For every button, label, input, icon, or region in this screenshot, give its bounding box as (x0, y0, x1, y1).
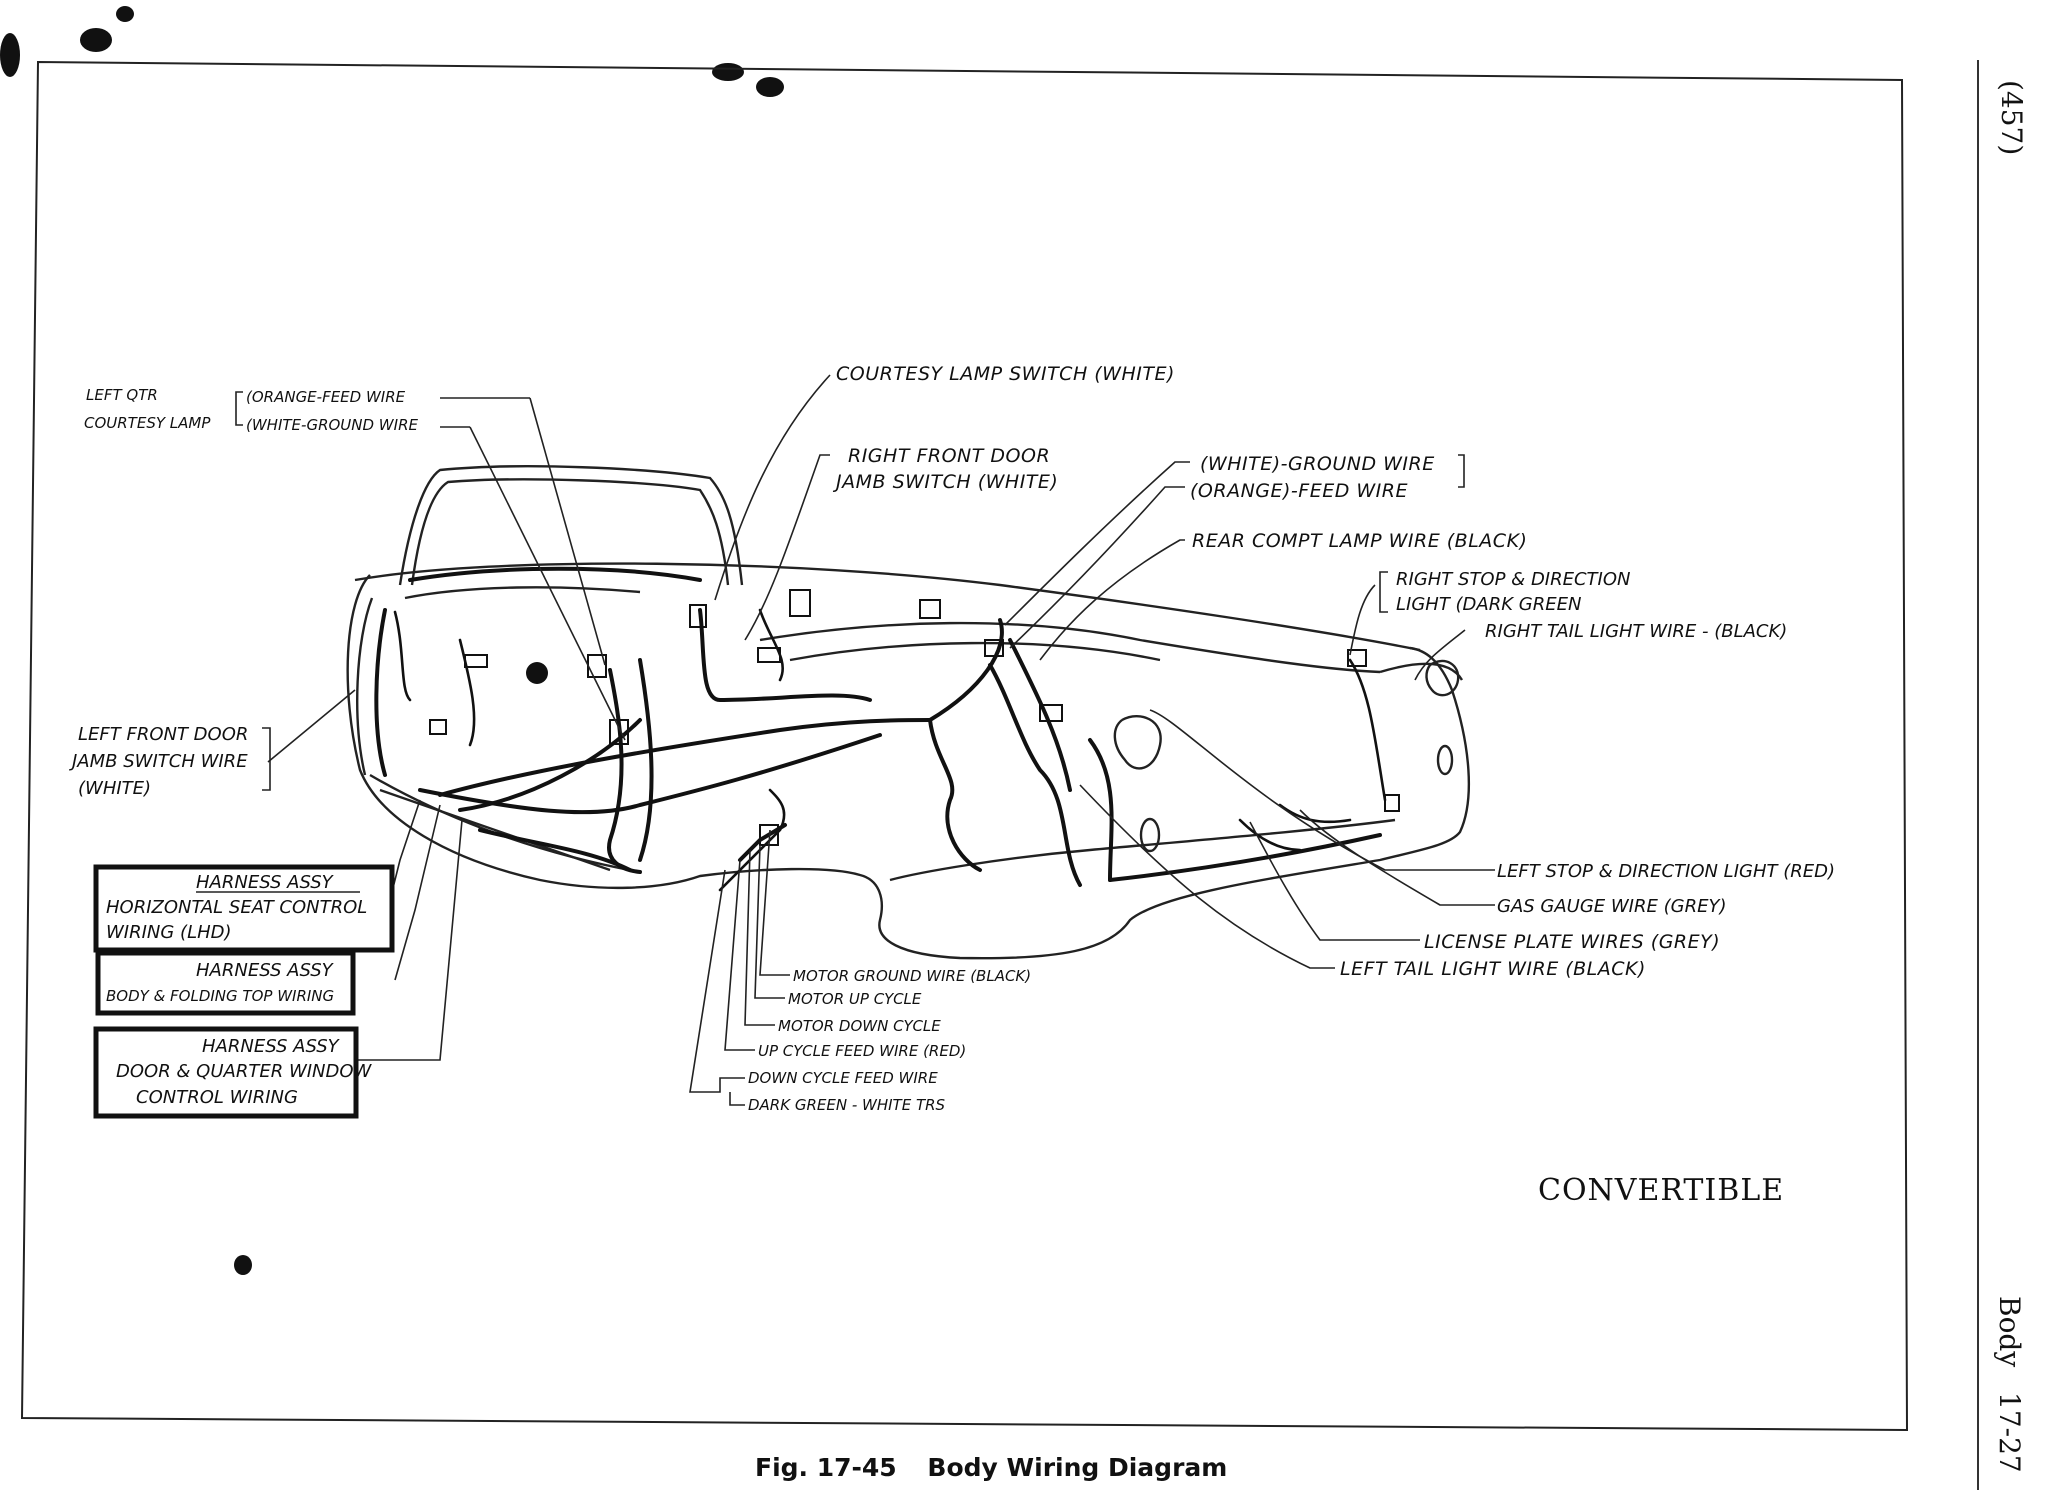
svg-text:MOTOR DOWN CYCLE: MOTOR DOWN CYCLE (778, 1017, 941, 1035)
svg-text:HARNESS ASSY: HARNESS ASSY (196, 872, 335, 893)
svg-text:DOWN CYCLE FEED WIRE: DOWN CYCLE FEED WIRE (748, 1069, 938, 1087)
car-body-outline (346, 465, 1471, 960)
label-left-stop-direction-light: LEFT STOP & DIRECTION LIGHT (RED) (1497, 861, 1835, 882)
model-label: CONVERTIBLE (1538, 1173, 1784, 1208)
svg-text:HORIZONTAL SEAT CONTROL: HORIZONTAL SEAT CONTROL (106, 897, 367, 918)
svg-text:MOTOR UP CYCLE: MOTOR UP CYCLE (788, 990, 922, 1008)
svg-text:COURTESY LAMP: COURTESY LAMP (84, 414, 211, 432)
callout-motor-wires: MOTOR GROUND WIRE (BLACK) MOTOR UP CYCLE… (748, 967, 1031, 1114)
svg-text:(WHITE): (WHITE) (78, 778, 151, 799)
svg-text:MOTOR GROUND WIRE (BLACK): MOTOR GROUND WIRE (BLACK) (793, 967, 1031, 985)
label-license-plate-wires: LICENSE PLATE WIRES (GREY) (1424, 931, 1720, 953)
callout-left-qtr-courtesy-lamp: LEFT QTR COURTESY LAMP (ORANGE-FEED WIRE… (84, 386, 418, 434)
harness-box-seat-control: HARNESS ASSY HORIZONTAL SEAT CONTROL WIR… (93, 864, 395, 953)
figure-number: Fig. 17-45 (755, 1453, 897, 1482)
callout-left-front-door: LEFT FRONT DOOR JAMB SWITCH WIRE (WHITE) (69, 724, 248, 799)
leader-lines (235, 374, 1495, 1106)
svg-text:(ORANGE-FEED WIRE: (ORANGE-FEED WIRE (246, 388, 406, 406)
svg-text:CONTROL WIRING: CONTROL WIRING (136, 1087, 298, 1108)
svg-text:LEFT QTR: LEFT QTR (86, 386, 158, 404)
svg-text:(ORANGE)-FEED WIRE: (ORANGE)-FEED WIRE (1190, 480, 1408, 502)
svg-text:BODY & FOLDING TOP WIRING: BODY & FOLDING TOP WIRING (106, 987, 334, 1005)
harness-box-folding-top: HARNESS ASSY BODY & FOLDING TOP WIRING (95, 950, 356, 1016)
figure-frame (20, 60, 1909, 1432)
svg-text:DARK GREEN - WHITE TRS: DARK GREEN - WHITE TRS (748, 1096, 946, 1114)
svg-text:DOOR & QUARTER WINDOW: DOOR & QUARTER WINDOW (116, 1061, 373, 1082)
label-rear-compt-lamp-wire: REAR COMPT LAMP WIRE (BLACK) (1192, 530, 1527, 552)
harness-box-window-control: HARNESS ASSY DOOR & QUARTER WINDOW CONTR… (93, 1026, 373, 1119)
wiring-harness (374, 566, 1400, 892)
callout-ground-feed-wires: (WHITE)-GROUND WIRE (ORANGE)-FEED WIRE (1190, 453, 1435, 502)
section-page-number: 17-27 (1993, 1392, 2026, 1473)
svg-text:LEFT FRONT DOOR: LEFT FRONT DOOR (78, 724, 248, 745)
page-code: (457) (1995, 80, 2028, 155)
svg-text:RIGHT FRONT DOOR: RIGHT FRONT DOOR (848, 445, 1050, 467)
svg-text:(WHITE)-GROUND WIRE: (WHITE)-GROUND WIRE (1200, 453, 1435, 475)
figure-title: Body Wiring Diagram (927, 1453, 1227, 1482)
label-right-tail-light-wire: RIGHT TAIL LIGHT WIRE - (BLACK) (1485, 621, 1787, 642)
svg-text:UP CYCLE FEED WIRE (RED): UP CYCLE FEED WIRE (RED) (758, 1042, 966, 1060)
ink-blots (0, 6, 784, 1275)
figure-caption: Fig. 17-45 Body Wiring Diagram (755, 1453, 1227, 1482)
label-courtesy-lamp-switch: COURTESY LAMP SWITCH (WHITE) (836, 363, 1175, 385)
callout-right-front-door: RIGHT FRONT DOOR JAMB SWITCH (WHITE) (832, 445, 1058, 493)
svg-text:JAMB SWITCH (WHITE): JAMB SWITCH (WHITE) (832, 471, 1058, 493)
svg-text:(WHITE-GROUND WIRE: (WHITE-GROUND WIRE (246, 416, 418, 434)
svg-text:JAMB SWITCH WIRE: JAMB SWITCH WIRE (69, 751, 248, 772)
callout-right-stop-direction: RIGHT STOP & DIRECTION LIGHT (DARK GREEN (1396, 569, 1631, 615)
svg-text:WIRING (LHD): WIRING (LHD) (106, 922, 232, 943)
svg-text:LIGHT (DARK GREEN: LIGHT (DARK GREEN (1396, 594, 1581, 615)
svg-text:HARNESS ASSY: HARNESS ASSY (202, 1036, 341, 1057)
svg-text:HARNESS ASSY: HARNESS ASSY (196, 960, 335, 981)
label-gas-gauge-wire: GAS GAUGE WIRE (GREY) (1497, 896, 1726, 917)
section-name: Body (1993, 1296, 2026, 1367)
label-left-tail-light-wire: LEFT TAIL LIGHT WIRE (BLACK) (1340, 958, 1646, 980)
svg-text:RIGHT STOP & DIRECTION: RIGHT STOP & DIRECTION (1396, 569, 1631, 590)
